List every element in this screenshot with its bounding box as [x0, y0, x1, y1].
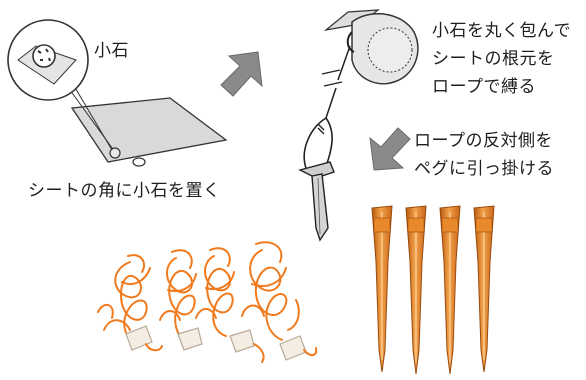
- wrap-step-line-3: ロープで縛る: [432, 77, 536, 97]
- arrow-down-left: [369, 127, 411, 171]
- pebble-on-corner: [109, 147, 121, 159]
- rope-tie-knot: [346, 31, 355, 53]
- rope-bundle: [97, 254, 163, 352]
- orange-peg: [405, 205, 427, 375]
- peg-head: [298, 161, 335, 179]
- sheet-corner-illustration: [7, 19, 228, 167]
- zoom-line-lower: [69, 89, 116, 153]
- wrap-step-line-2: シートの根元を: [432, 49, 555, 69]
- rope-bundles: [97, 241, 318, 363]
- arrow-up-right: [220, 51, 263, 97]
- hook-step-line-1: ロープの反対側を: [414, 131, 553, 151]
- pebble-speckles: [37, 48, 51, 62]
- orange-peg: [371, 205, 393, 373]
- rope-tensioner: [279, 335, 307, 361]
- rope-twist: [317, 123, 325, 135]
- rope-tensioner: [177, 327, 203, 351]
- rope-bundle: [159, 249, 203, 351]
- rope-bundle: [195, 247, 265, 363]
- rope-loop-small: [132, 157, 146, 167]
- orange-peg: [439, 205, 461, 375]
- orange-pegs: [371, 205, 495, 375]
- hook-step-line-2: ペグに引っ掛ける: [414, 159, 554, 179]
- arrow-up-right-shape: [220, 51, 263, 97]
- pebble-label: 小石: [94, 41, 129, 61]
- peg-shaft: [311, 173, 329, 242]
- wrap-step-line-1: 小石を丸く包んで: [432, 21, 572, 41]
- peg-hook-illustration: [298, 116, 335, 242]
- rope-break-marks: [321, 69, 343, 87]
- orange-peg: [473, 205, 495, 373]
- rope-bundle: [241, 241, 318, 361]
- peg-shaft-ridge: [317, 177, 321, 235]
- pebble-bulge: [367, 27, 413, 73]
- wrapped-pebble-illustration: [321, 9, 419, 119]
- arrow-down-left-shape: [369, 127, 411, 171]
- magnified-pebble: [32, 44, 56, 68]
- rope-tensioner: [229, 329, 255, 353]
- place-pebble-caption: シートの角に小石を置く: [28, 181, 221, 201]
- rope-line-lower: [325, 87, 337, 119]
- ground-sheet: [70, 97, 228, 163]
- rope-line-upper: [337, 45, 351, 81]
